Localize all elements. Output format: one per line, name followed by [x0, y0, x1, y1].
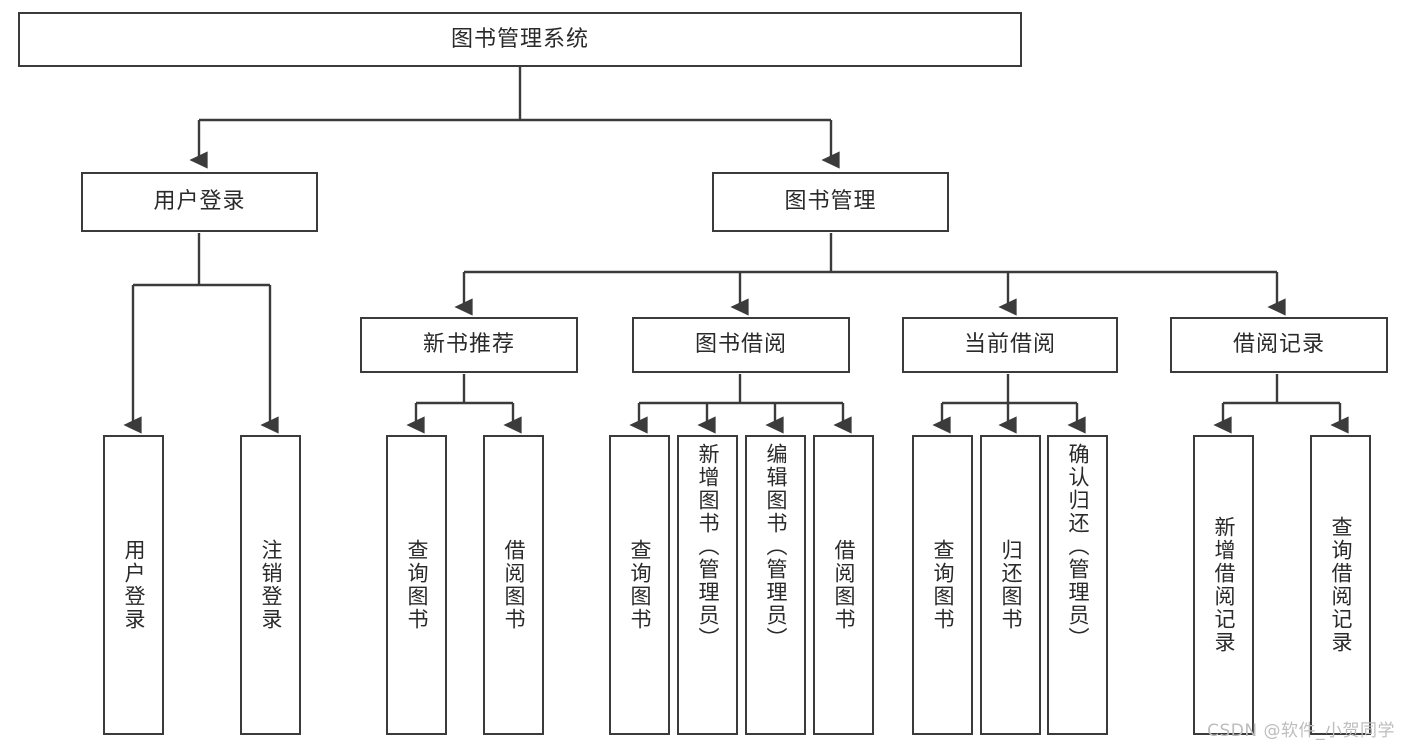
node-book-management[interactable]: 图书管理	[712, 172, 949, 232]
leaf-borrow-book-2[interactable]: 借阅图书	[813, 435, 874, 735]
leaf-borrow-book-2-label: 借阅图书	[831, 539, 856, 631]
leaf-borrow-book-1[interactable]: 借阅图书	[483, 435, 544, 735]
node-borrow-record[interactable]: 借阅记录	[1170, 317, 1388, 373]
node-current-borrow[interactable]: 当前借阅	[902, 317, 1118, 373]
leaf-query-borrow-record[interactable]: 查询借阅记录	[1310, 435, 1371, 735]
node-new-book-recommend[interactable]: 新书推荐	[360, 317, 578, 373]
csdn-watermark: CSDN @软件_小贺同学	[1207, 721, 1395, 741]
leaf-query-book-1[interactable]: 查询图书	[386, 435, 447, 735]
node-current-borrow-label: 当前借阅	[963, 332, 1056, 357]
leaf-confirm-return-label: 确认归还（管理员）	[1065, 443, 1090, 650]
node-book-borrow[interactable]: 图书借阅	[632, 317, 850, 373]
leaf-edit-book-label: 编辑图书（管理员）	[763, 443, 788, 650]
leaf-add-book-label: 新增图书（管理员）	[695, 443, 720, 650]
leaf-query-book-3[interactable]: 查询图书	[912, 435, 973, 735]
leaf-query-book-2-label: 查询图书	[627, 539, 652, 631]
node-user-login-label: 用户登录	[153, 189, 246, 214]
leaf-logout-login[interactable]: 注销登录	[240, 435, 301, 735]
node-root-label: 图书管理系统	[450, 26, 589, 52]
leaf-query-borrow-record-label: 查询借阅记录	[1328, 516, 1353, 654]
node-book-management-label: 图书管理	[784, 189, 877, 214]
leaf-add-book[interactable]: 新增图书（管理员）	[677, 435, 738, 735]
leaf-confirm-return[interactable]: 确认归还（管理员）	[1047, 435, 1108, 735]
leaf-user-login[interactable]: 用户登录	[103, 435, 164, 735]
leaf-borrow-book-1-label: 借阅图书	[501, 539, 526, 631]
node-book-borrow-label: 图书借阅	[694, 332, 787, 357]
leaf-return-book-label: 归还图书	[998, 539, 1023, 631]
leaf-edit-book[interactable]: 编辑图书（管理员）	[745, 435, 806, 735]
leaf-query-book-2[interactable]: 查询图书	[609, 435, 670, 735]
node-new-book-recommend-label: 新书推荐	[422, 332, 515, 357]
leaf-query-book-1-label: 查询图书	[404, 539, 429, 631]
leaf-add-borrow-record-label: 新增借阅记录	[1211, 516, 1236, 654]
leaf-add-borrow-record[interactable]: 新增借阅记录	[1193, 435, 1254, 735]
leaf-query-book-3-label: 查询图书	[930, 539, 955, 631]
node-borrow-record-label: 借阅记录	[1232, 332, 1325, 357]
node-root[interactable]: 图书管理系统	[18, 12, 1022, 67]
leaf-logout-login-label: 注销登录	[258, 539, 283, 631]
leaf-return-book[interactable]: 归还图书	[980, 435, 1041, 735]
leaf-user-login-label: 用户登录	[121, 539, 146, 631]
node-user-login[interactable]: 用户登录	[81, 172, 318, 232]
